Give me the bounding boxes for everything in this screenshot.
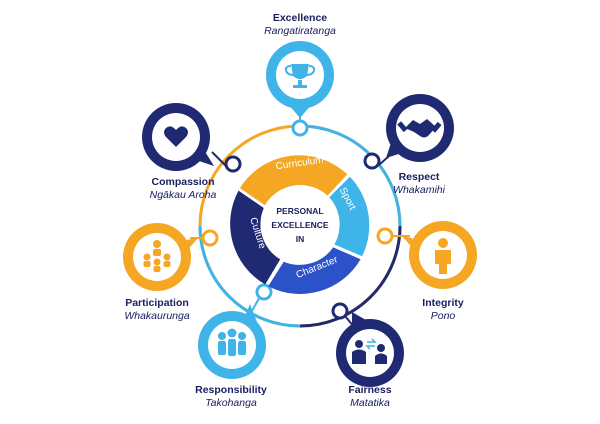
group-icon <box>218 328 246 356</box>
ring-nodes <box>201 119 394 320</box>
bubble-compassion <box>142 103 214 171</box>
label-respect-en: Respect <box>398 171 440 183</box>
node-compassion <box>224 155 242 173</box>
outer-ring-arc-sky2 <box>198 225 301 328</box>
bubble-participation <box>123 223 198 291</box>
label-responsibility: Responsibility Takohanga <box>156 384 306 410</box>
bubble-integrity <box>402 221 477 289</box>
bubble-fairness <box>336 312 404 387</box>
label-excellence-mi: Rangatiratanga <box>264 25 336 37</box>
trophy-icon <box>284 64 316 88</box>
segment-curriculum <box>239 155 348 206</box>
center-line-2: EXCELLENCE <box>271 220 328 230</box>
handshake-icon <box>397 119 442 138</box>
label-fairness-mi: Matatika <box>350 397 390 409</box>
node-participation <box>201 229 219 247</box>
label-responsibility-mi: Takohanga <box>205 397 257 409</box>
core-donut <box>230 155 370 294</box>
label-integrity: Integrity Pono <box>368 297 518 323</box>
outer-ring-arc-navy <box>299 225 402 328</box>
label-fairness: Fairness Matatika <box>295 384 445 410</box>
segment-sport <box>329 176 370 257</box>
label-respect: Respect Whakamihi <box>344 171 494 197</box>
label-participation-mi: Whakaurunga <box>124 310 190 322</box>
bubble-excellence <box>266 41 334 118</box>
node-excellence <box>291 119 309 137</box>
node-integrity <box>376 227 394 245</box>
label-excellence: Excellence Rangatiratanga <box>225 12 375 38</box>
heart-icon <box>164 126 188 147</box>
bubble-respect <box>386 94 454 162</box>
node-responsibility <box>255 283 273 301</box>
label-participation-en: Participation <box>125 297 189 309</box>
label-respect-mi: Whakamihi <box>393 184 445 196</box>
node-fairness <box>331 302 349 320</box>
label-compassion-mi: Ngākau Aroha <box>149 189 217 201</box>
bubble-responsibility <box>198 304 266 379</box>
label-integrity-en: Integrity <box>422 297 464 309</box>
team-icon <box>143 240 171 272</box>
label-excellence-en: Excellence <box>272 12 328 24</box>
segment-culture <box>230 190 281 285</box>
person-icon <box>435 238 451 274</box>
label-compassion: Compassion Ngākau Aroha <box>108 176 258 202</box>
center-line-1: PERSONAL <box>276 206 323 216</box>
label-integrity-mi: Pono <box>430 310 456 322</box>
label-fairness-en: Fairness <box>348 384 392 396</box>
segment-character <box>268 247 361 294</box>
node-respect <box>363 152 381 170</box>
label-compassion-en: Compassion <box>151 176 215 188</box>
center-line-3: IN <box>296 234 305 244</box>
people-balance-icon <box>352 338 387 364</box>
label-participation: Participation Whakaurunga <box>82 297 232 323</box>
label-responsibility-en: Responsibility <box>195 384 267 396</box>
